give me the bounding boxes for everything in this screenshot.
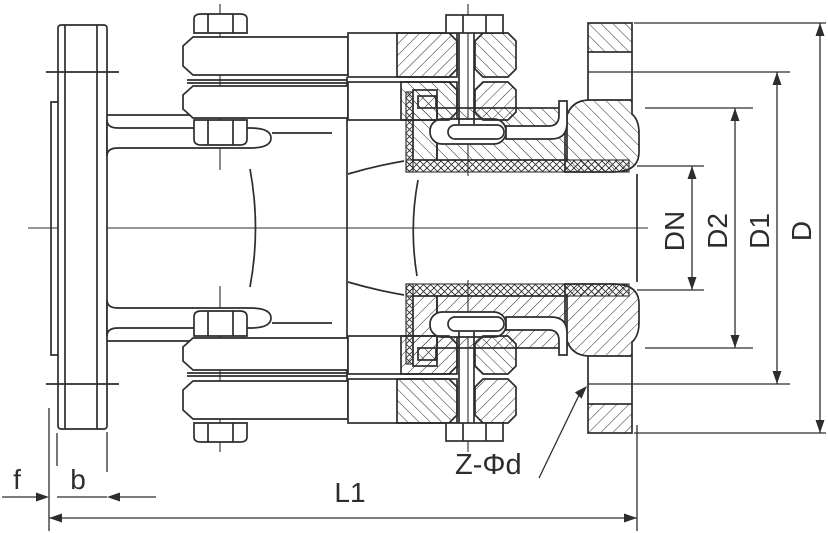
arrowhead: [815, 23, 825, 36]
dim-l1: L1: [49, 425, 638, 531]
bolt-holes-callout: Z-Φd: [455, 386, 587, 481]
tie-rod-assembly-top: [106, 13, 349, 157]
left-flange: [46, 24, 119, 430]
sphere-arc-left: [249, 168, 257, 288]
dim-label-dn: DN: [659, 211, 690, 251]
dim-label-b: b: [70, 464, 86, 495]
dim-label-d: D: [786, 221, 817, 241]
arrowhead: [687, 166, 697, 179]
arrowhead: [49, 513, 62, 523]
sphere-arc-right: [412, 179, 419, 277]
arrowhead: [107, 492, 120, 502]
raised-face: [50, 101, 58, 356]
arrowhead: [772, 72, 782, 85]
arrowhead: [772, 371, 782, 384]
dim-label-d1: D1: [744, 213, 775, 249]
dimensions: DN D2 D1 D: [2, 22, 826, 531]
dim-d: D: [634, 22, 826, 434]
dim-b: b: [56, 432, 156, 502]
dim-f: f: [2, 408, 50, 531]
callout-label-z-phi-d: Z-Φd: [455, 449, 522, 481]
dim-dn: DN: [637, 165, 704, 291]
arrowhead: [815, 420, 825, 433]
arrowhead: [730, 335, 740, 348]
right-flange-assembly-bottom: [347, 283, 640, 442]
seam-curve-bottom: [347, 281, 405, 296]
arrowhead: [36, 492, 49, 502]
dim-label-l1: L1: [334, 477, 365, 508]
dim-d2: D2: [645, 107, 753, 349]
dim-d1: D1: [588, 71, 790, 385]
flange-plate: [57, 24, 108, 430]
arrowhead: [574, 386, 587, 399]
arrowhead: [730, 108, 740, 121]
dim-label-d2: D2: [702, 213, 733, 249]
arrowhead: [687, 277, 697, 290]
dim-label-f: f: [13, 464, 21, 495]
seam-curve-top: [347, 160, 405, 175]
right-flange-assembly-top: [347, 14, 640, 173]
tie-rod-assembly-bottom: [106, 299, 349, 443]
arrowhead: [624, 513, 637, 523]
